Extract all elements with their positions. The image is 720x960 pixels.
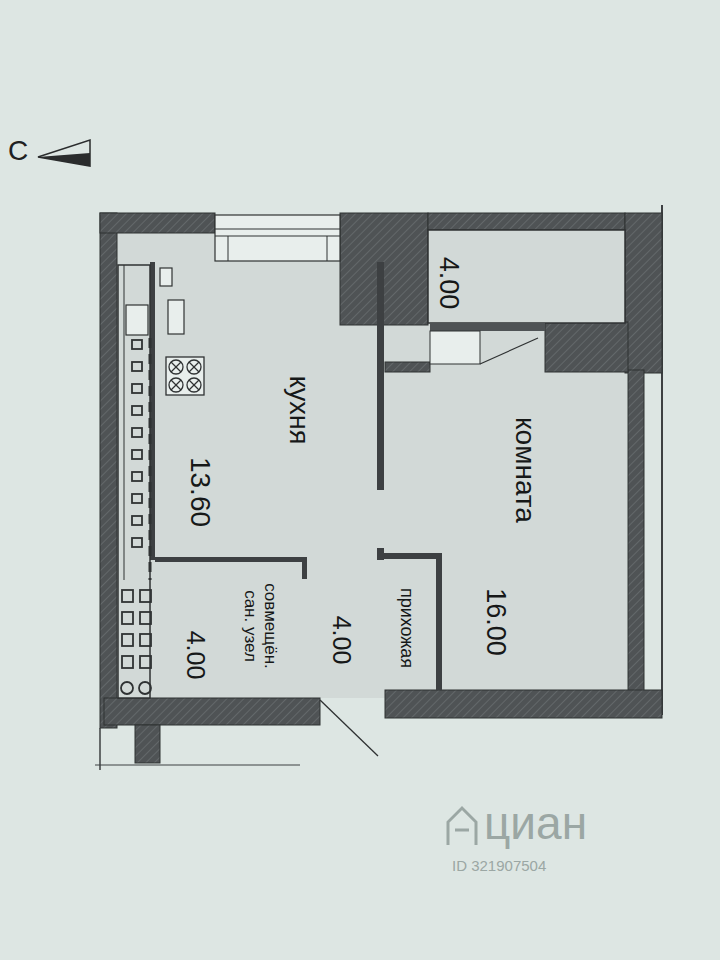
balcony-room: 4.00 (428, 230, 625, 323)
north-arrow (38, 140, 90, 166)
north-label: С (8, 137, 28, 165)
wall (428, 213, 625, 230)
walls (100, 213, 662, 763)
hallway-room: прихожая 4.00 (307, 560, 436, 690)
living-room: комната 16.00 (385, 372, 628, 690)
sink (126, 268, 184, 335)
watermark: циан (484, 800, 587, 846)
watermark-id: ID 321907504 (452, 858, 546, 873)
wall (625, 213, 662, 373)
partitions (150, 262, 442, 690)
room-area: 4.00 (432, 257, 463, 310)
room-area: 16.00 (479, 588, 510, 656)
window (215, 215, 340, 261)
partition (436, 553, 442, 690)
room-name: комната (509, 417, 541, 523)
partition (377, 548, 384, 560)
wall (545, 322, 628, 372)
door-swing (480, 338, 538, 364)
room-name: прихожая (397, 588, 418, 668)
partition (377, 262, 384, 490)
watermark-logo (448, 808, 476, 845)
wall (100, 213, 117, 728)
room-name: совмещён. сан. узел (240, 570, 279, 682)
balcony-floor (428, 230, 625, 323)
room-name: кухня (282, 376, 313, 445)
room-area: 4.00 (328, 616, 357, 665)
wall (385, 362, 430, 372)
north-arrow-fill (38, 153, 90, 166)
wall (104, 698, 320, 725)
balcony-wall (430, 323, 545, 331)
wall (628, 370, 644, 692)
room-area: 4.00 (182, 631, 211, 680)
duct-cells (121, 340, 151, 694)
wall (135, 725, 160, 763)
room-area: 13.60 (184, 457, 216, 527)
entrance-door (320, 700, 378, 756)
wall (100, 213, 215, 233)
ventilation-duct (118, 265, 150, 698)
facade-line (95, 765, 300, 766)
facade-line (99, 728, 101, 770)
stove (166, 357, 204, 395)
kitchen-room: кухня 13.60 (155, 262, 377, 558)
partition (302, 557, 307, 579)
wall (385, 690, 662, 718)
partition (155, 557, 305, 562)
partition (384, 553, 442, 559)
bathroom-room: совмещён. сан. узел 4.00 (155, 562, 302, 698)
balcony-door (430, 331, 480, 364)
